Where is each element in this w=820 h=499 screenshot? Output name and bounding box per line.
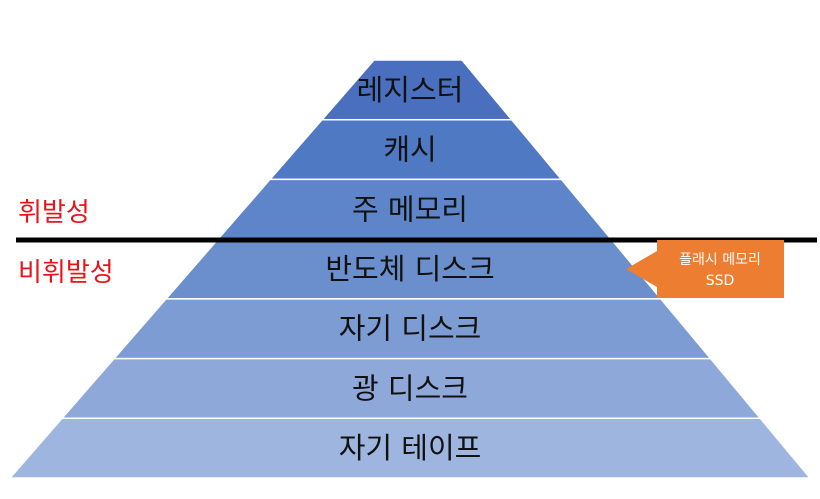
pyramid-tier-6	[8, 417, 812, 479]
left-arrow-icon	[626, 240, 784, 298]
volatile-label: 휘발성	[18, 198, 90, 228]
pyramid-tier-label-5: 광 디스크	[352, 371, 468, 405]
nonvolatile-label: 비휘발성	[18, 258, 114, 288]
pyramid-tier-label-2: 주 메모리	[352, 192, 468, 226]
pyramid-tier-label-6: 자기 테이프	[339, 431, 482, 465]
callout-line-1: 플래시 메모리	[679, 252, 761, 268]
pyramid-tier-label-1: 캐시	[383, 133, 436, 167]
pyramid-tier-label-4: 자기 디스크	[339, 312, 482, 346]
pyramid-tier-label-0: 레지스터	[357, 73, 464, 107]
pyramid-tier-label-3: 반도체 디스크	[325, 252, 494, 286]
callout-line-2: SSD	[706, 273, 735, 289]
flash-memory-callout: 플래시 메모리 SSD	[626, 240, 784, 298]
